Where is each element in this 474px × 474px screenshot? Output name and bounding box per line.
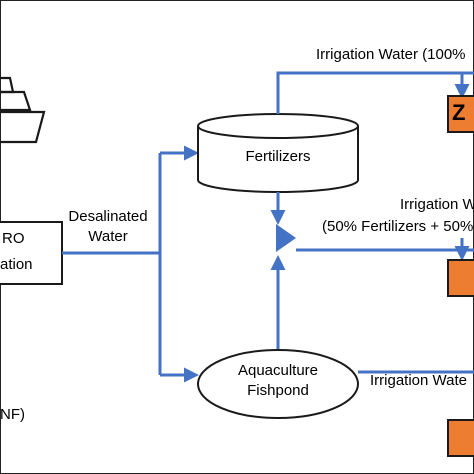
irrigation-top-line bbox=[276, 71, 474, 114]
output-box-mid bbox=[447, 259, 474, 297]
fishpond-label-line2: Fishpond bbox=[247, 382, 309, 399]
desalinated-label-line1: Desalinated bbox=[68, 208, 148, 225]
ro-box-label-line2: ation bbox=[0, 256, 33, 273]
fishpond-label-line1: Aquaculture bbox=[237, 362, 319, 379]
fertilizers-label: Fertilizers bbox=[245, 148, 311, 165]
irrigation-mid-label-line1: Irrigation W bbox=[400, 196, 474, 213]
fishpond-ellipse bbox=[197, 349, 359, 419]
irrigation-bottom-label: Irrigation Wate bbox=[370, 372, 467, 389]
irrigation-top-label: Irrigation Water (100% bbox=[316, 46, 466, 63]
mixer-triangle bbox=[276, 224, 296, 252]
ship-icon bbox=[0, 76, 46, 144]
desalinated-label-line2: Water bbox=[88, 228, 128, 245]
output-box-bottom bbox=[447, 419, 474, 457]
output-top-label: Z bbox=[452, 100, 466, 125]
irrigation-mid-label-line2: (50% Fertilizers + 50% bbox=[322, 218, 474, 235]
footer-label: NF) bbox=[0, 406, 25, 423]
ro-box-label-line1: RO bbox=[2, 230, 25, 247]
ro-desalination-box bbox=[0, 221, 63, 285]
output-box-top bbox=[447, 95, 474, 133]
